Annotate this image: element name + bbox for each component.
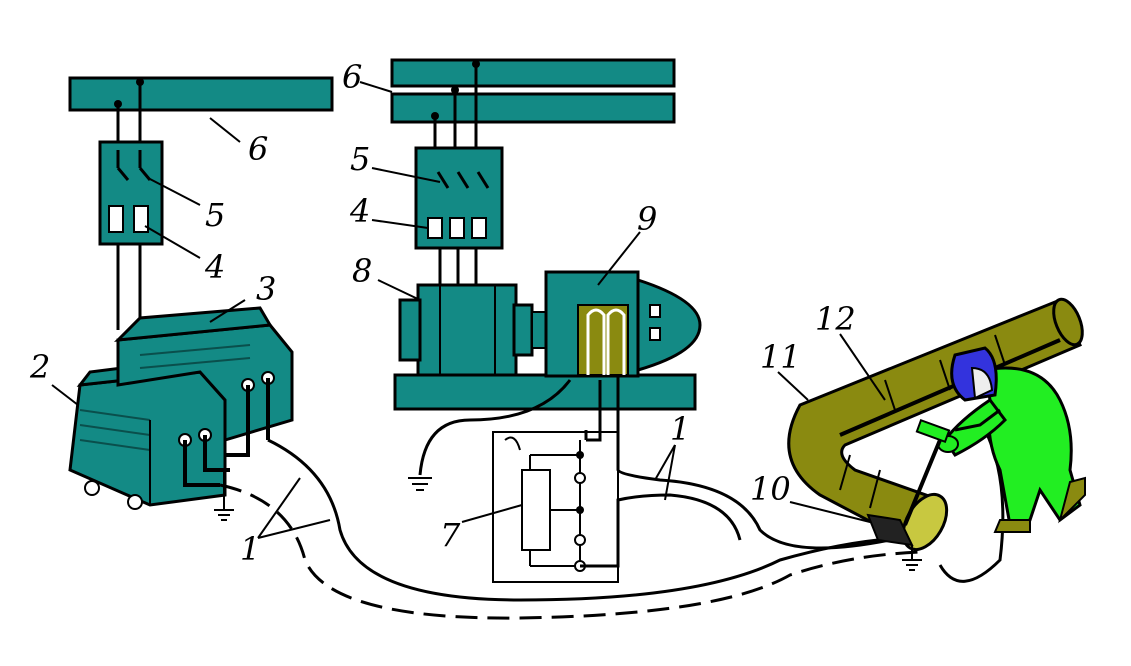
label-generator-9: 9: [637, 200, 657, 238]
left-switchbox: [98, 78, 164, 330]
pipe-11: [787, 297, 1084, 551]
label-electrode-holder-10: 10: [750, 470, 791, 508]
left-busbar: [68, 76, 334, 112]
ground-icon: [214, 470, 234, 521]
label-regulator-7: 7: [440, 516, 461, 554]
transformer-3: [113, 306, 294, 487]
label-pipe-11: 11: [760, 338, 801, 376]
label-transformer-2: 2: [29, 348, 50, 386]
right-busbar: [390, 58, 676, 124]
welder-figure: [903, 346, 1086, 533]
label-cable-right: 1: [670, 410, 690, 448]
label-busbar-right: 6: [342, 58, 362, 96]
label-switch-right: 5: [350, 140, 370, 178]
label-busbar-left: 6: [248, 130, 268, 168]
label-transformer-3: 3: [256, 270, 276, 308]
ground-icon: [408, 477, 432, 491]
right-switchbox: [414, 60, 504, 285]
labels: 6 5 4 3 2 1 6 5 4 8 9 7 1 11 12 10: [29, 58, 886, 568]
label-fuse-right: 4: [349, 192, 370, 230]
label-cable-left: 1: [240, 530, 260, 568]
label-fuse-left: 4: [204, 248, 225, 286]
label-seam-12: 12: [815, 300, 856, 338]
machine-ground-wire: [418, 379, 572, 476]
generator-9: [544, 270, 702, 378]
label-motor-8: 8: [352, 252, 372, 290]
label-switch-left: 5: [205, 196, 225, 234]
welding-cables: [219, 375, 1005, 620]
ground-icon: [902, 545, 922, 571]
